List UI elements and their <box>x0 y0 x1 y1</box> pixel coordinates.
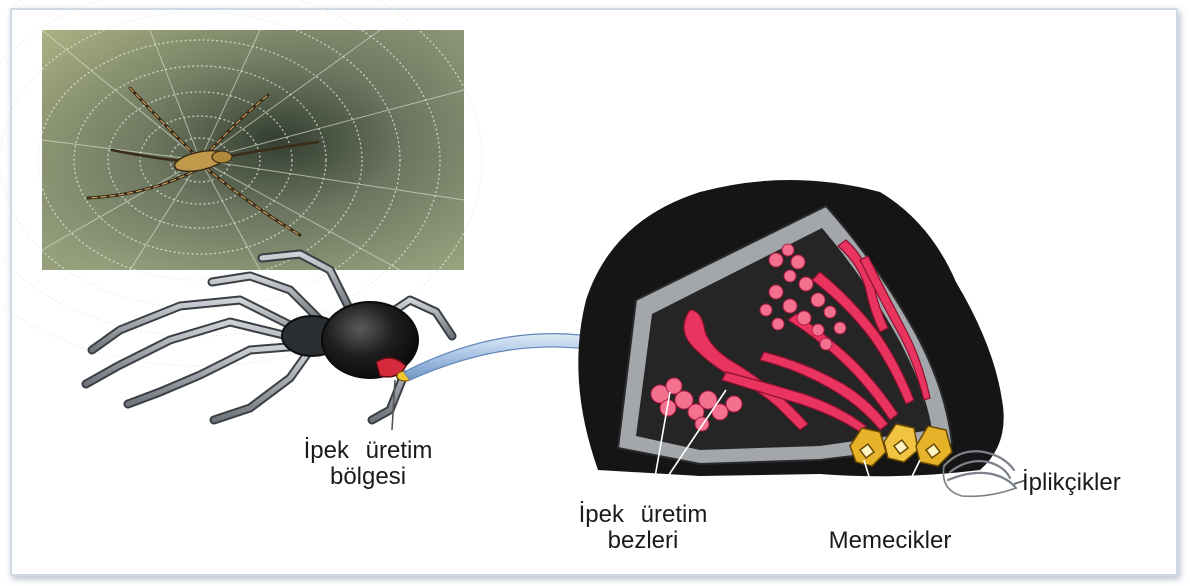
silk-glands-label: İpek üretim bezleri <box>538 502 748 554</box>
silk-zone-label: İpek üretim bölgesi <box>268 438 468 490</box>
silk-zone-label-line1: İpek üretim <box>268 438 468 464</box>
black-spider <box>86 254 452 420</box>
abdomen-cross-section <box>578 180 1016 496</box>
spigots-label: Memecikler <box>790 528 990 554</box>
silk-glands-label-line2: bezleri <box>538 528 748 554</box>
silk-glands-label-line1: İpek üretim <box>538 502 748 528</box>
spigots <box>850 424 952 466</box>
silk-zone-label-line2: bölgesi <box>268 464 468 490</box>
threads-label: İplikçikler <box>1022 470 1172 496</box>
web-photo <box>0 0 482 366</box>
